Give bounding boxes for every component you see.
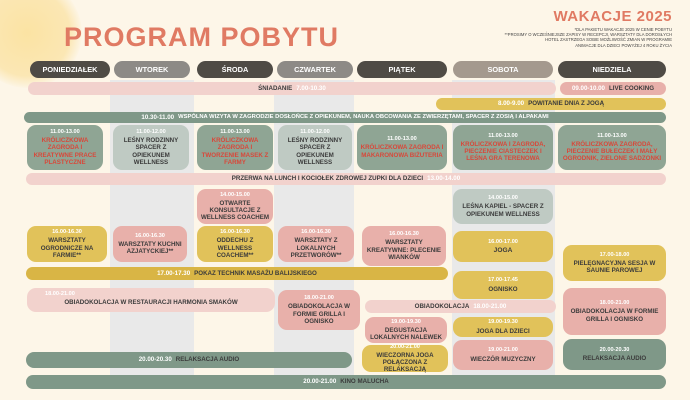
event-wed-workshop: 16.00-16.30 ODDECHU Z WELLNESS COACHEM** — [197, 226, 273, 262]
event-cinema: 20.00-21.00 KINO MALUCHA — [26, 375, 666, 389]
event-thu-late-morning: 11.00-12.00 LEŚNY RODZINNY SPACER Z OPIE… — [278, 125, 352, 170]
event-sat-campfire: 17.00-17.45 OGNISKO — [453, 271, 553, 299]
day-header-sunday: NIEDZIELA — [558, 61, 666, 78]
event-lunch-break: PRZERWA NA LUNCH I KOCIOŁEK ZDROWEJ ZUPK… — [26, 173, 666, 185]
event-relax-audio-sun: 20.00-20.30 RELAKSACJA AUDIO — [563, 339, 666, 370]
event-yoga-morning: 8.00-9.00 POWITANIE DNIA Z JOGĄ — [436, 98, 666, 110]
event-sat-yoga: 16.00-17.00 JOGA — [453, 231, 553, 262]
event-wed-late-morning: 11.00-13.00 KRÓLICZKOWA ZAGRODA I TWORZE… — [197, 125, 273, 170]
page-title: PROGRAM POBYTU — [64, 22, 340, 52]
event-sun-sauna: 17.00-18.00 PIELĘGNACYJNA SESJA W SAUNIE… — [563, 245, 666, 281]
day-header-tuesday: WTOREK — [114, 61, 190, 78]
event-dinner-fri-sat: OBIADOKOLACJA 18.00-21.00 — [365, 300, 556, 313]
event-relax-audio: 20.00-20.30 RELAKSACJA AUDIO — [26, 352, 352, 368]
event-dinner-mon: 18.00-21.00 OBIADOKOLACJA W RESTAURACJI … — [27, 288, 275, 312]
event-wed-consult: 14.00-15.00 OTWARTE KONSULTACJE Z WELLNE… — [197, 189, 273, 224]
header-note: *DLA PAKIETU WAKACJE 2025 W CENIE POBYTU… — [504, 27, 672, 48]
event-thu-workshop: 16.00-16.30 WARSZTATY Z LOKALNYCH PRZETW… — [278, 226, 354, 262]
event-sun-late-morning: 11.00-13.00 KRÓLICZKOWA ZAGRODA, PIECZEN… — [558, 125, 666, 170]
day-header-monday: PONIEDZIAŁEK — [30, 61, 110, 78]
event-sat-late-morning: 11.00-13.00 KRÓLICZKOWA I ZAGRODA, PIECZ… — [453, 125, 553, 170]
event-sat-walk: 14.00-15.00 LEŚNA KAPIEL - SPACER Z OPIE… — [453, 189, 553, 224]
season-title: WAKACJE 2025 — [553, 8, 672, 25]
event-mon-late-morning: 11.00-13.00 KRÓLICZKOWA ZAGRODA I KREATY… — [27, 125, 103, 170]
event-kids-yoga: 19.00-19.30 JOGA DLA DZIECI — [453, 317, 553, 337]
event-tue-late-morning: 11.00-12.00 LEŚNY RODZINNY SPACER Z OPIE… — [113, 125, 189, 170]
event-tue-workshop: 16.00-16.30 WARSZTATY KUCHNI AZJATYCKIEJ… — [113, 226, 187, 262]
event-live-cooking: 09.00-10.00 LIVE COOKING — [560, 82, 666, 95]
day-header-saturday: SOBOTA — [453, 61, 553, 78]
event-music-evening: 19.00-21.00 WIECZÓR MUZYCZNY — [453, 340, 553, 370]
event-mon-workshop: 16.00-16.30 WARSZTATY OGRODNICZE NA FARM… — [27, 226, 107, 262]
day-header-friday: PIĄTEK — [357, 61, 447, 78]
event-breakfast: ŚNIADANIE 7.00-10.30 — [28, 82, 556, 95]
day-header-wednesday: ŚRODA — [197, 61, 273, 78]
event-dinner-thu: 18.00-21.00 OBIADOKOLACJA W FORMIE GRILL… — [278, 290, 360, 330]
event-tasting: 19.00-19.30 DEGUSTACJA LOKALNYCH NALEWEK — [365, 317, 447, 343]
event-dinner-sun: 18.00-21.00 OBIADOKOLACJA W FORMIE GRILL… — [563, 288, 666, 335]
event-evening-yoga: 20.00-21.00 WIECZORNA JOGA POŁĄCZONA Z R… — [362, 344, 448, 373]
event-fri-workshop: 16.00-16.30 WARSZTATY KREATYWNE: PLECENI… — [362, 226, 446, 266]
event-farm-visit: 10.30-11.00 WSPÓLNA WIZYTA W ZAGRODZIE D… — [24, 112, 666, 123]
day-header-thursday: CZWARTEK — [277, 61, 353, 78]
event-massage: 17.00-17.30 POKAZ TECHNIK MASAŻU BALIJSK… — [26, 267, 448, 280]
event-fri-late-morning: 11.00-13.00 KRÓLICZKOWA ZAGRODA I MAKARO… — [357, 125, 447, 170]
